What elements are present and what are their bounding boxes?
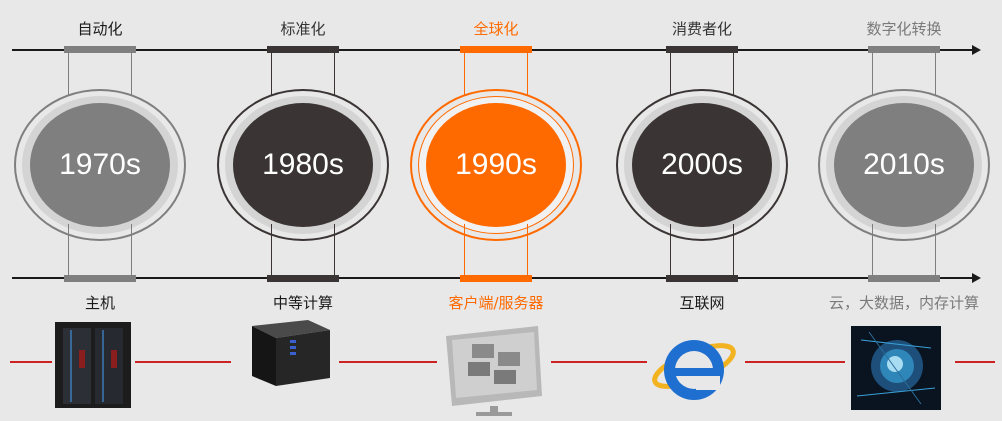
red-line-segment: [339, 361, 437, 363]
server-tower-icon: [252, 320, 330, 386]
connector-line: [872, 53, 873, 105]
red-line-segment: [135, 361, 231, 363]
era-2000s: 消费者化 2000s 互联网: [602, 0, 802, 421]
internet-explorer-icon: [652, 340, 736, 400]
decade-disc: 2010s: [834, 103, 974, 227]
era-1980s: 标准化 1980s 中等计算: [203, 0, 403, 421]
bottom-axis-arrow-icon: [972, 273, 981, 283]
connector-line: [872, 224, 873, 275]
era-tech-label: 中等计算: [272, 294, 333, 312]
connector-line: [68, 224, 69, 275]
decade-disc: 1990s: [426, 103, 566, 227]
era-2010s: 数字化转换 2010s 云，大数据，内存计算: [804, 0, 1002, 421]
connector-line: [464, 53, 465, 105]
decade-label: 1980s: [262, 148, 344, 181]
era-1990s: 全球化 1990s 客户端/服务器: [396, 0, 596, 421]
decade-label: 1990s: [455, 148, 537, 181]
era-trend-label: 数字化转换: [866, 20, 942, 38]
era-bottom-bar: [460, 275, 532, 282]
era-top-bar: [267, 46, 339, 53]
era-bottom-bar: [64, 275, 136, 282]
connector-line: [271, 53, 272, 105]
decade-disc: 2000s: [632, 103, 772, 227]
connector-line: [733, 224, 734, 275]
era-top-bar: [460, 46, 532, 53]
connector-line: [527, 224, 528, 275]
decade-label: 2000s: [661, 148, 743, 181]
era-tech-label: 云，大数据，内存计算: [828, 294, 979, 312]
connector-line: [935, 53, 936, 105]
era-trend-label: 自动化: [77, 20, 123, 38]
top-axis-arrow-icon: [972, 45, 981, 55]
connector-line: [670, 224, 671, 275]
connector-line: [670, 53, 671, 105]
era-trend-label: 标准化: [280, 20, 326, 38]
era-tech-label: 主机: [84, 294, 115, 312]
era-bottom-bar: [267, 275, 339, 282]
connector-line: [935, 224, 936, 275]
era-top-bar: [64, 46, 136, 53]
era-top-bar: [666, 46, 738, 53]
decade-disc: 1980s: [233, 103, 373, 227]
decade-label: 1970s: [59, 148, 141, 181]
era-tech-label: 互联网: [679, 294, 725, 312]
era-trend-label: 消费者化: [671, 20, 732, 38]
connector-line: [334, 53, 335, 105]
cloud-bigdata-icon: [851, 326, 941, 410]
connector-line: [464, 224, 465, 275]
era-tech-label: 客户端/服务器: [448, 294, 544, 312]
red-line-segment: [745, 361, 845, 363]
connector-line: [334, 224, 335, 275]
connector-line: [131, 224, 132, 275]
red-line-segment: [955, 361, 995, 363]
red-line-segment: [10, 361, 52, 363]
mainframe-icon: [55, 322, 131, 408]
connector-line: [131, 53, 132, 105]
connector-line: [68, 53, 69, 105]
era-bottom-bar: [868, 275, 940, 282]
era-top-bar: [868, 46, 940, 53]
connector-line: [527, 53, 528, 105]
connector-line: [733, 53, 734, 105]
decade-disc: 1970s: [30, 103, 170, 227]
red-line-segment: [551, 361, 647, 363]
era-trend-label: 全球化: [473, 20, 519, 38]
decade-label: 2010s: [863, 148, 945, 181]
era-bottom-bar: [666, 275, 738, 282]
connector-line: [271, 224, 272, 275]
era-1970s: 自动化 1970s 主机: [0, 0, 200, 421]
client-server-icon: [446, 326, 542, 416]
